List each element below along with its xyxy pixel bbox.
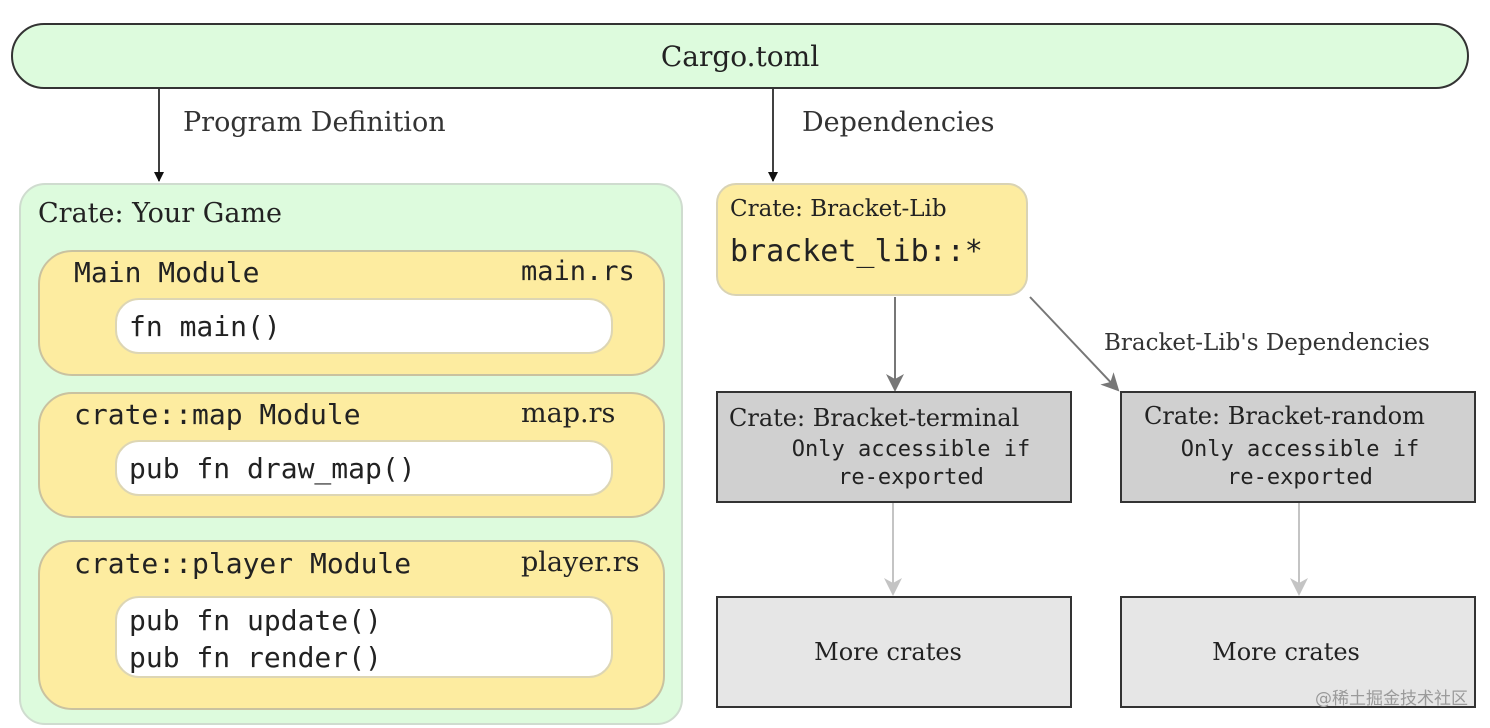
crate-bracket-random-note: Only accessible if re-exported [1120,436,1480,492]
crate-bracket-lib-code: bracket_lib::* [730,234,983,269]
crate-bracket-terminal-title: Crate: Bracket-terminal [729,404,1020,432]
more-crates-label: More crates [814,638,962,666]
cargo-toml-node: Cargo.toml [11,23,1469,89]
more-crates-terminal: More crates [716,596,1072,708]
module-map-name: crate::map Module [74,398,361,431]
crate-bracket-random [1120,391,1476,503]
edge-label-dependencies: Dependencies [802,107,995,138]
cargo-toml-label: Cargo.toml [660,39,820,73]
crate-bracket-terminal-note: Only accessible if re-exported [716,436,1106,492]
more-crates-label: More crates [1212,638,1360,666]
module-player-file: player.rs [521,547,640,578]
crate-your-game-title: Crate: Your Game [38,198,283,229]
function-signature: pub fn render() [129,641,382,674]
function-signature: pub fn draw_map() [129,452,416,485]
module-main-name: Main Module [74,256,260,289]
module-main-functions: fn main() [115,298,613,354]
module-map-file: map.rs [521,398,616,429]
more-crates-random: More crates [1120,596,1476,708]
module-player-functions: pub fn update() pub fn render() [115,596,613,678]
function-signature: fn main() [129,310,281,343]
module-main-file: main.rs [521,256,635,287]
edge-label-program-definition: Program Definition [183,107,446,138]
note-line: re-exported [838,465,984,490]
crate-bracket-random-title: Crate: Bracket-random [1144,402,1425,430]
note-line: re-exported [1227,465,1373,490]
module-map-functions: pub fn draw_map() [115,440,613,496]
note-line: Only accessible if [791,437,1031,462]
crate-bracket-terminal [716,391,1072,503]
watermark: @稀土掘金技术社区 [1315,689,1468,709]
arrow-to-bracket-random [1029,296,1120,392]
module-player-name: crate::player Module [74,547,412,580]
function-signature: pub fn update() [129,604,382,637]
note-line: Only accessible if [1180,437,1420,462]
crate-bracket-lib [716,183,1028,296]
edge-label-bracket-lib-dependencies: Bracket-Lib's Dependencies [1104,330,1430,356]
crate-bracket-lib-title: Crate: Bracket-Lib [730,196,947,222]
